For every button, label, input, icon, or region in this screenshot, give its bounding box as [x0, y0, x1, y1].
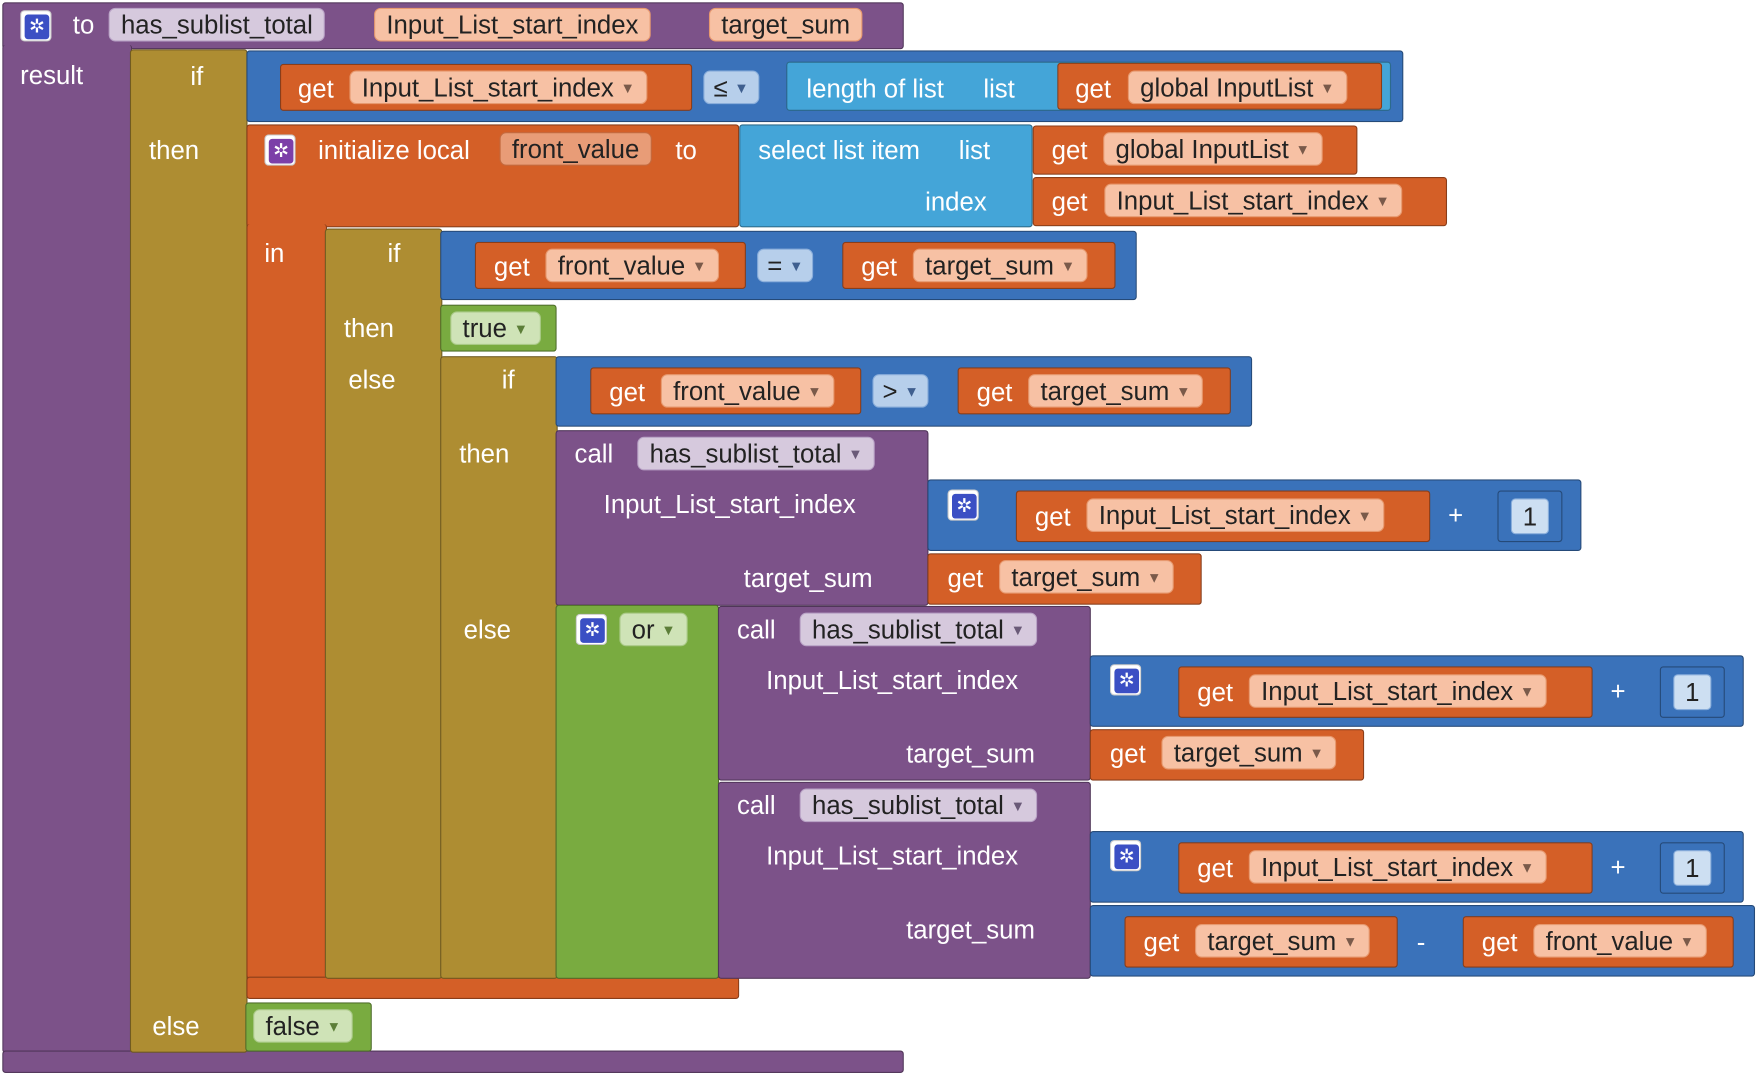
get-var-dropdown[interactable]: Input_List_start_index▼: [1248, 674, 1547, 708]
call-arg-label: target_sum: [743, 563, 873, 593]
init-local-label: initialize local: [318, 135, 470, 165]
init-in-label: in: [264, 238, 285, 268]
compare-op-dropdown[interactable]: =▼: [757, 248, 814, 283]
get-label: get: [1109, 739, 1146, 769]
call-label: call: [736, 790, 776, 820]
select-list-item-block[interactable]: [739, 124, 1033, 228]
plus-label: +: [1610, 852, 1626, 882]
get-label: get: [1197, 677, 1234, 707]
number-field[interactable]: 1: [1673, 850, 1712, 886]
get-label: get: [861, 252, 898, 282]
call-label: call: [574, 439, 614, 469]
select-index-label: index: [925, 187, 987, 217]
length-of-list-label: length of list: [806, 73, 944, 104]
plus-label: +: [1610, 676, 1626, 706]
get-label: get: [1051, 135, 1088, 165]
outer-else-label: else: [152, 1011, 200, 1041]
inner-else-label: else: [348, 365, 396, 395]
get-label: get: [1481, 927, 1518, 957]
get-var-dropdown[interactable]: Input_List_start_index▼: [1104, 183, 1403, 218]
else-if-label: if: [501, 365, 515, 395]
procedure-to-label: to: [72, 10, 95, 40]
else-else-label: else: [463, 614, 511, 644]
get-label: get: [493, 252, 530, 282]
length-list-label: list: [983, 73, 1015, 104]
get-label: get: [1197, 853, 1234, 883]
get-label: get: [1143, 927, 1180, 957]
inner-if-label: if: [387, 238, 401, 268]
get-var-dropdown[interactable]: front_value▼: [545, 248, 719, 283]
param-target-sum[interactable]: target_sum: [708, 7, 863, 42]
call-arg-label: Input_List_start_index: [766, 665, 1019, 695]
inner-if-block[interactable]: [324, 228, 443, 979]
add-mutator-gear-icon[interactable]: ✲: [1109, 840, 1142, 872]
call-arg-label: target_sum: [906, 915, 1035, 945]
or-block[interactable]: [555, 604, 720, 979]
add-mutator-gear-icon[interactable]: ✲: [947, 489, 979, 521]
get-var-dropdown[interactable]: target_sum▼: [999, 560, 1174, 594]
number-field[interactable]: 1: [1673, 674, 1712, 711]
number-field[interactable]: 1: [1510, 498, 1549, 535]
inner-then-label: then: [343, 313, 394, 343]
get-label: get: [1034, 501, 1071, 531]
add-mutator-gear-icon[interactable]: ✲: [1109, 664, 1142, 696]
call-name-dropdown[interactable]: has_sublist_total▼: [799, 788, 1038, 823]
get-label: get: [609, 377, 646, 407]
else-then-label: then: [459, 439, 510, 469]
initialize-local-body: [246, 224, 328, 979]
init-to-label: to: [675, 135, 697, 165]
procedure-footer: [2, 1050, 904, 1073]
get-label: get: [947, 563, 984, 593]
local-var-name-field[interactable]: front_value: [499, 132, 652, 166]
call-name-dropdown[interactable]: has_sublist_total▼: [637, 436, 875, 471]
compare-op-dropdown[interactable]: >▼: [872, 374, 929, 408]
get-var-dropdown[interactable]: front_value▼: [660, 374, 835, 408]
init-local-mutator-gear-icon[interactable]: ✲: [264, 134, 296, 166]
param-input-list-start-index[interactable]: Input_List_start_index: [374, 7, 651, 42]
procedure-name-field[interactable]: has_sublist_total: [108, 7, 326, 42]
true-dropdown[interactable]: true▼: [450, 311, 541, 345]
or-dropdown[interactable]: or▼: [619, 612, 689, 647]
get-var-dropdown[interactable]: target_sum▼: [1195, 924, 1370, 958]
get-label: get: [297, 73, 334, 104]
get-var-dropdown[interactable]: Input_List_start_index▼: [1086, 498, 1385, 532]
procedure-mutator-gear-icon[interactable]: ✲: [20, 10, 52, 42]
get-label: get: [1075, 73, 1112, 104]
initialize-local-block[interactable]: [246, 124, 740, 228]
get-label: get: [976, 377, 1013, 407]
or-mutator-gear-icon[interactable]: ✲: [575, 613, 608, 646]
result-label: result: [20, 60, 84, 90]
minus-label: -: [1416, 927, 1426, 957]
get-label: get: [1051, 187, 1088, 217]
get-var-dropdown[interactable]: global InputList▼: [1103, 132, 1323, 166]
procedure-body: [2, 44, 133, 1053]
select-list-label: list: [958, 135, 991, 165]
get-var-dropdown[interactable]: global InputList▼: [1127, 70, 1347, 105]
get-var-dropdown[interactable]: target_sum▼: [912, 248, 1088, 283]
false-dropdown[interactable]: false▼: [253, 1009, 354, 1043]
call-arg-label: target_sum: [906, 739, 1035, 769]
get-var-dropdown[interactable]: Input_List_start_index▼: [349, 70, 648, 105]
call-arg-label: Input_List_start_index: [603, 489, 856, 519]
outer-if-block[interactable]: [129, 49, 248, 1053]
call-arg-label: Input_List_start_index: [766, 841, 1019, 871]
select-list-item-label: select list item: [758, 135, 921, 165]
get-var-dropdown[interactable]: Input_List_start_index▼: [1248, 850, 1547, 884]
plus-label: +: [1448, 500, 1464, 530]
call-label: call: [736, 614, 776, 644]
initialize-local-footer: [246, 976, 740, 1000]
get-var-dropdown[interactable]: target_sum▼: [1028, 374, 1203, 408]
outer-then-label: then: [148, 135, 200, 165]
outer-if-label: if: [190, 61, 204, 91]
compare-op-dropdown[interactable]: ≤▼: [703, 70, 759, 105]
get-var-dropdown[interactable]: target_sum▼: [1161, 735, 1337, 770]
call-name-dropdown[interactable]: has_sublist_total▼: [799, 612, 1038, 647]
get-var-dropdown[interactable]: front_value▼: [1533, 924, 1707, 958]
